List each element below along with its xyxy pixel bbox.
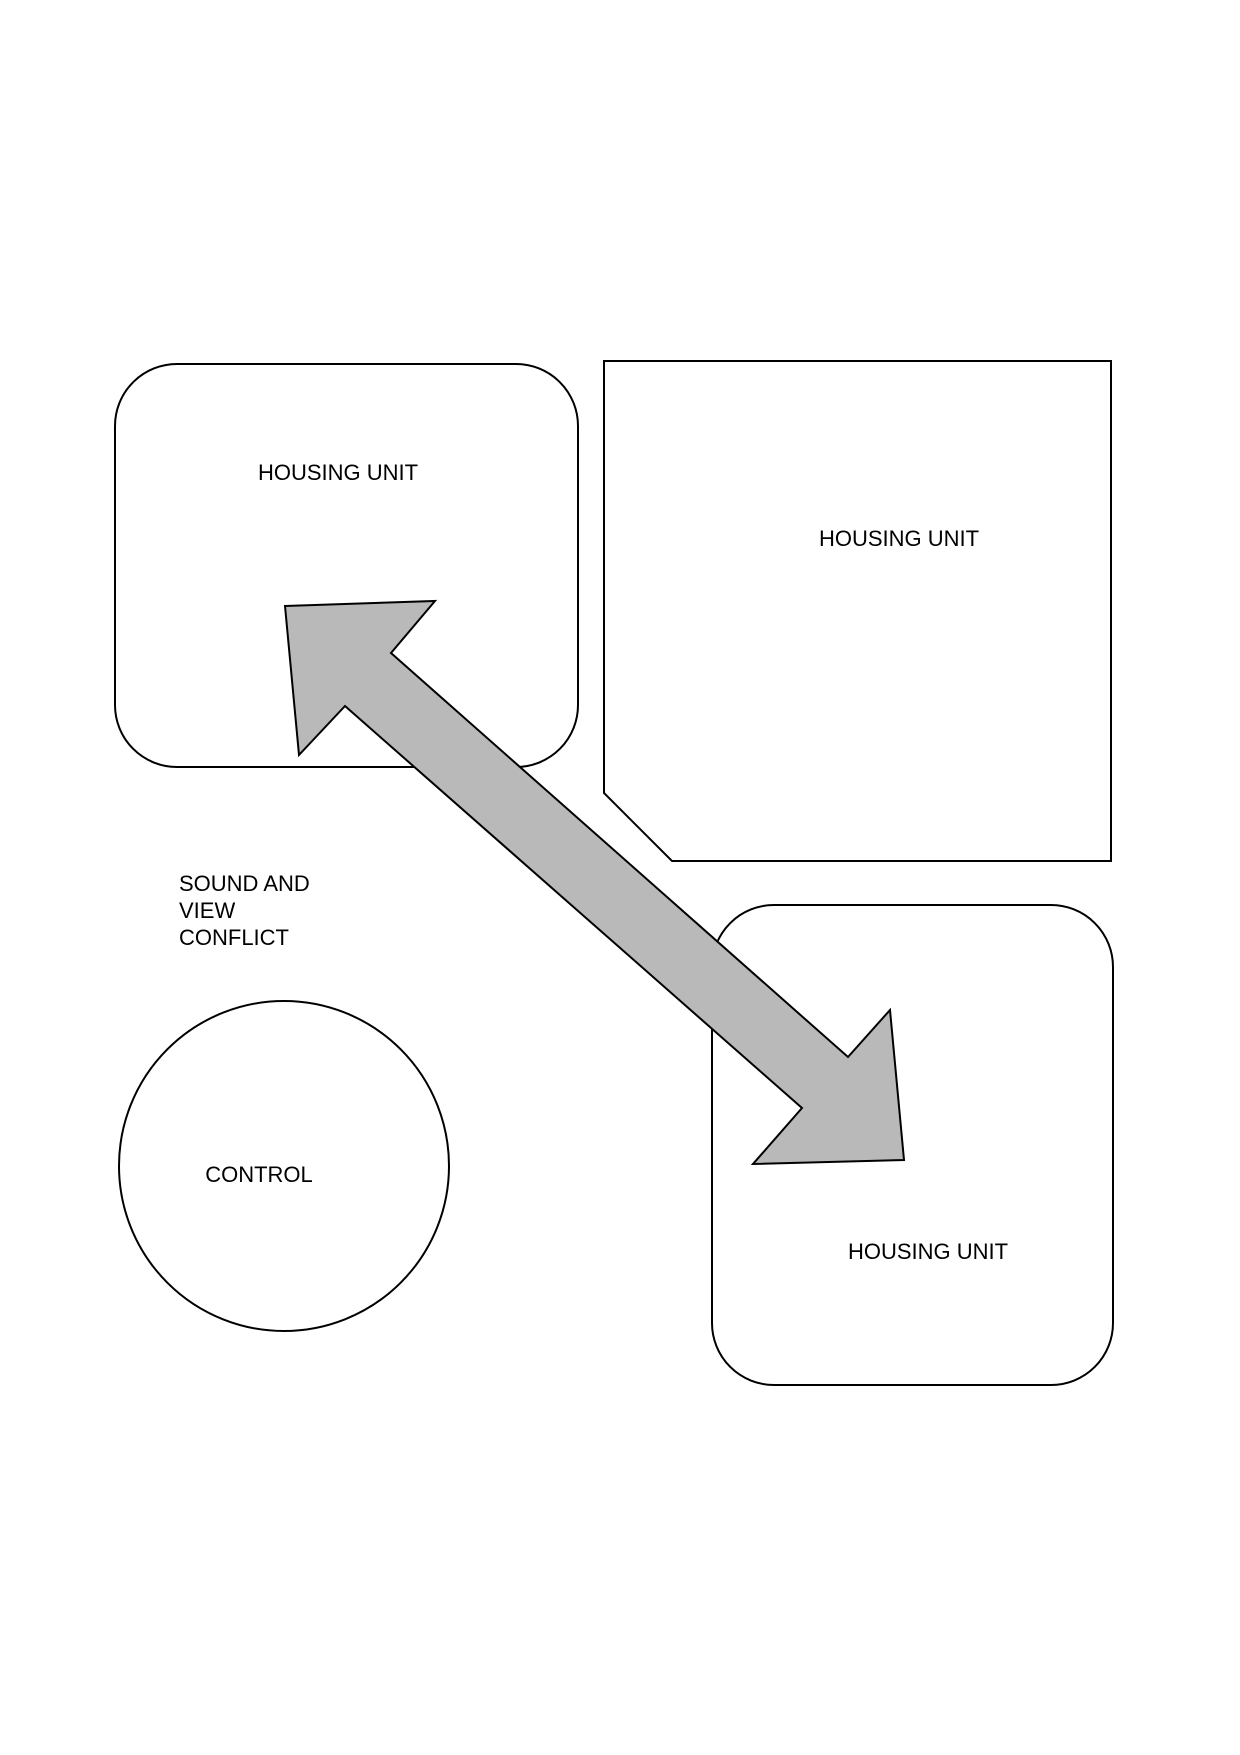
conflict-label-line1: SOUND AND (179, 871, 310, 896)
housing-unit-top-right-label: HOUSING UNIT (819, 526, 979, 551)
housing-unit-top-right-box (603, 360, 1112, 862)
control-circle (118, 1000, 450, 1332)
housing-unit-bottom-right-label: HOUSING UNIT (848, 1239, 1008, 1264)
housing-unit-top-left-box (114, 363, 579, 768)
housing-unit-top-left-label: HOUSING UNIT (258, 460, 418, 485)
conflict-label-line2: VIEW (179, 898, 235, 923)
conflict-label-line3: CONFLICT (179, 925, 289, 950)
double-headed-conflict-arrow (283, 599, 906, 1166)
control-label: CONTROL (205, 1162, 313, 1187)
